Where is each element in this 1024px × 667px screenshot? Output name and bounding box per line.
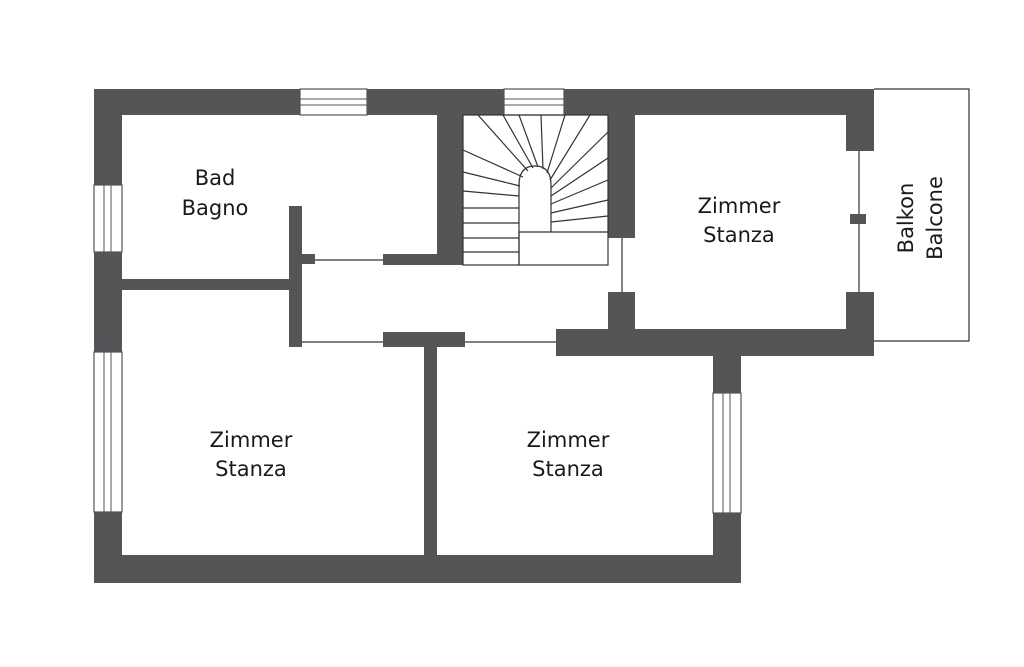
window-left-room (93, 351, 123, 513)
staircase (462, 114, 609, 266)
balcony-outline (874, 88, 970, 342)
room-label-upper-right-it: Stanza (703, 223, 775, 247)
interior-walls (122, 115, 635, 555)
window-right-room (712, 392, 742, 514)
room-label-upper-right: Zimmer (698, 194, 781, 218)
room-label-lower-middle-it: Stanza (532, 457, 604, 481)
exterior-walls (94, 89, 874, 583)
window-top-left (299, 88, 368, 116)
room-label-lower-left-it: Stanza (215, 457, 287, 481)
door-openings (302, 151, 866, 343)
room-label-balcony-it: Balcone (923, 176, 947, 260)
room-label-lower-middle: Zimmer (527, 428, 610, 452)
room-label-bathroom-it: Bagno (182, 196, 249, 220)
windows (93, 88, 742, 514)
room-label-balcony: Balkon (894, 183, 918, 254)
room-label-lower-left: Zimmer (210, 428, 293, 452)
window-left-bath (93, 184, 123, 253)
room-label-bathroom: Bad (195, 166, 236, 190)
window-top-stair (503, 88, 565, 116)
